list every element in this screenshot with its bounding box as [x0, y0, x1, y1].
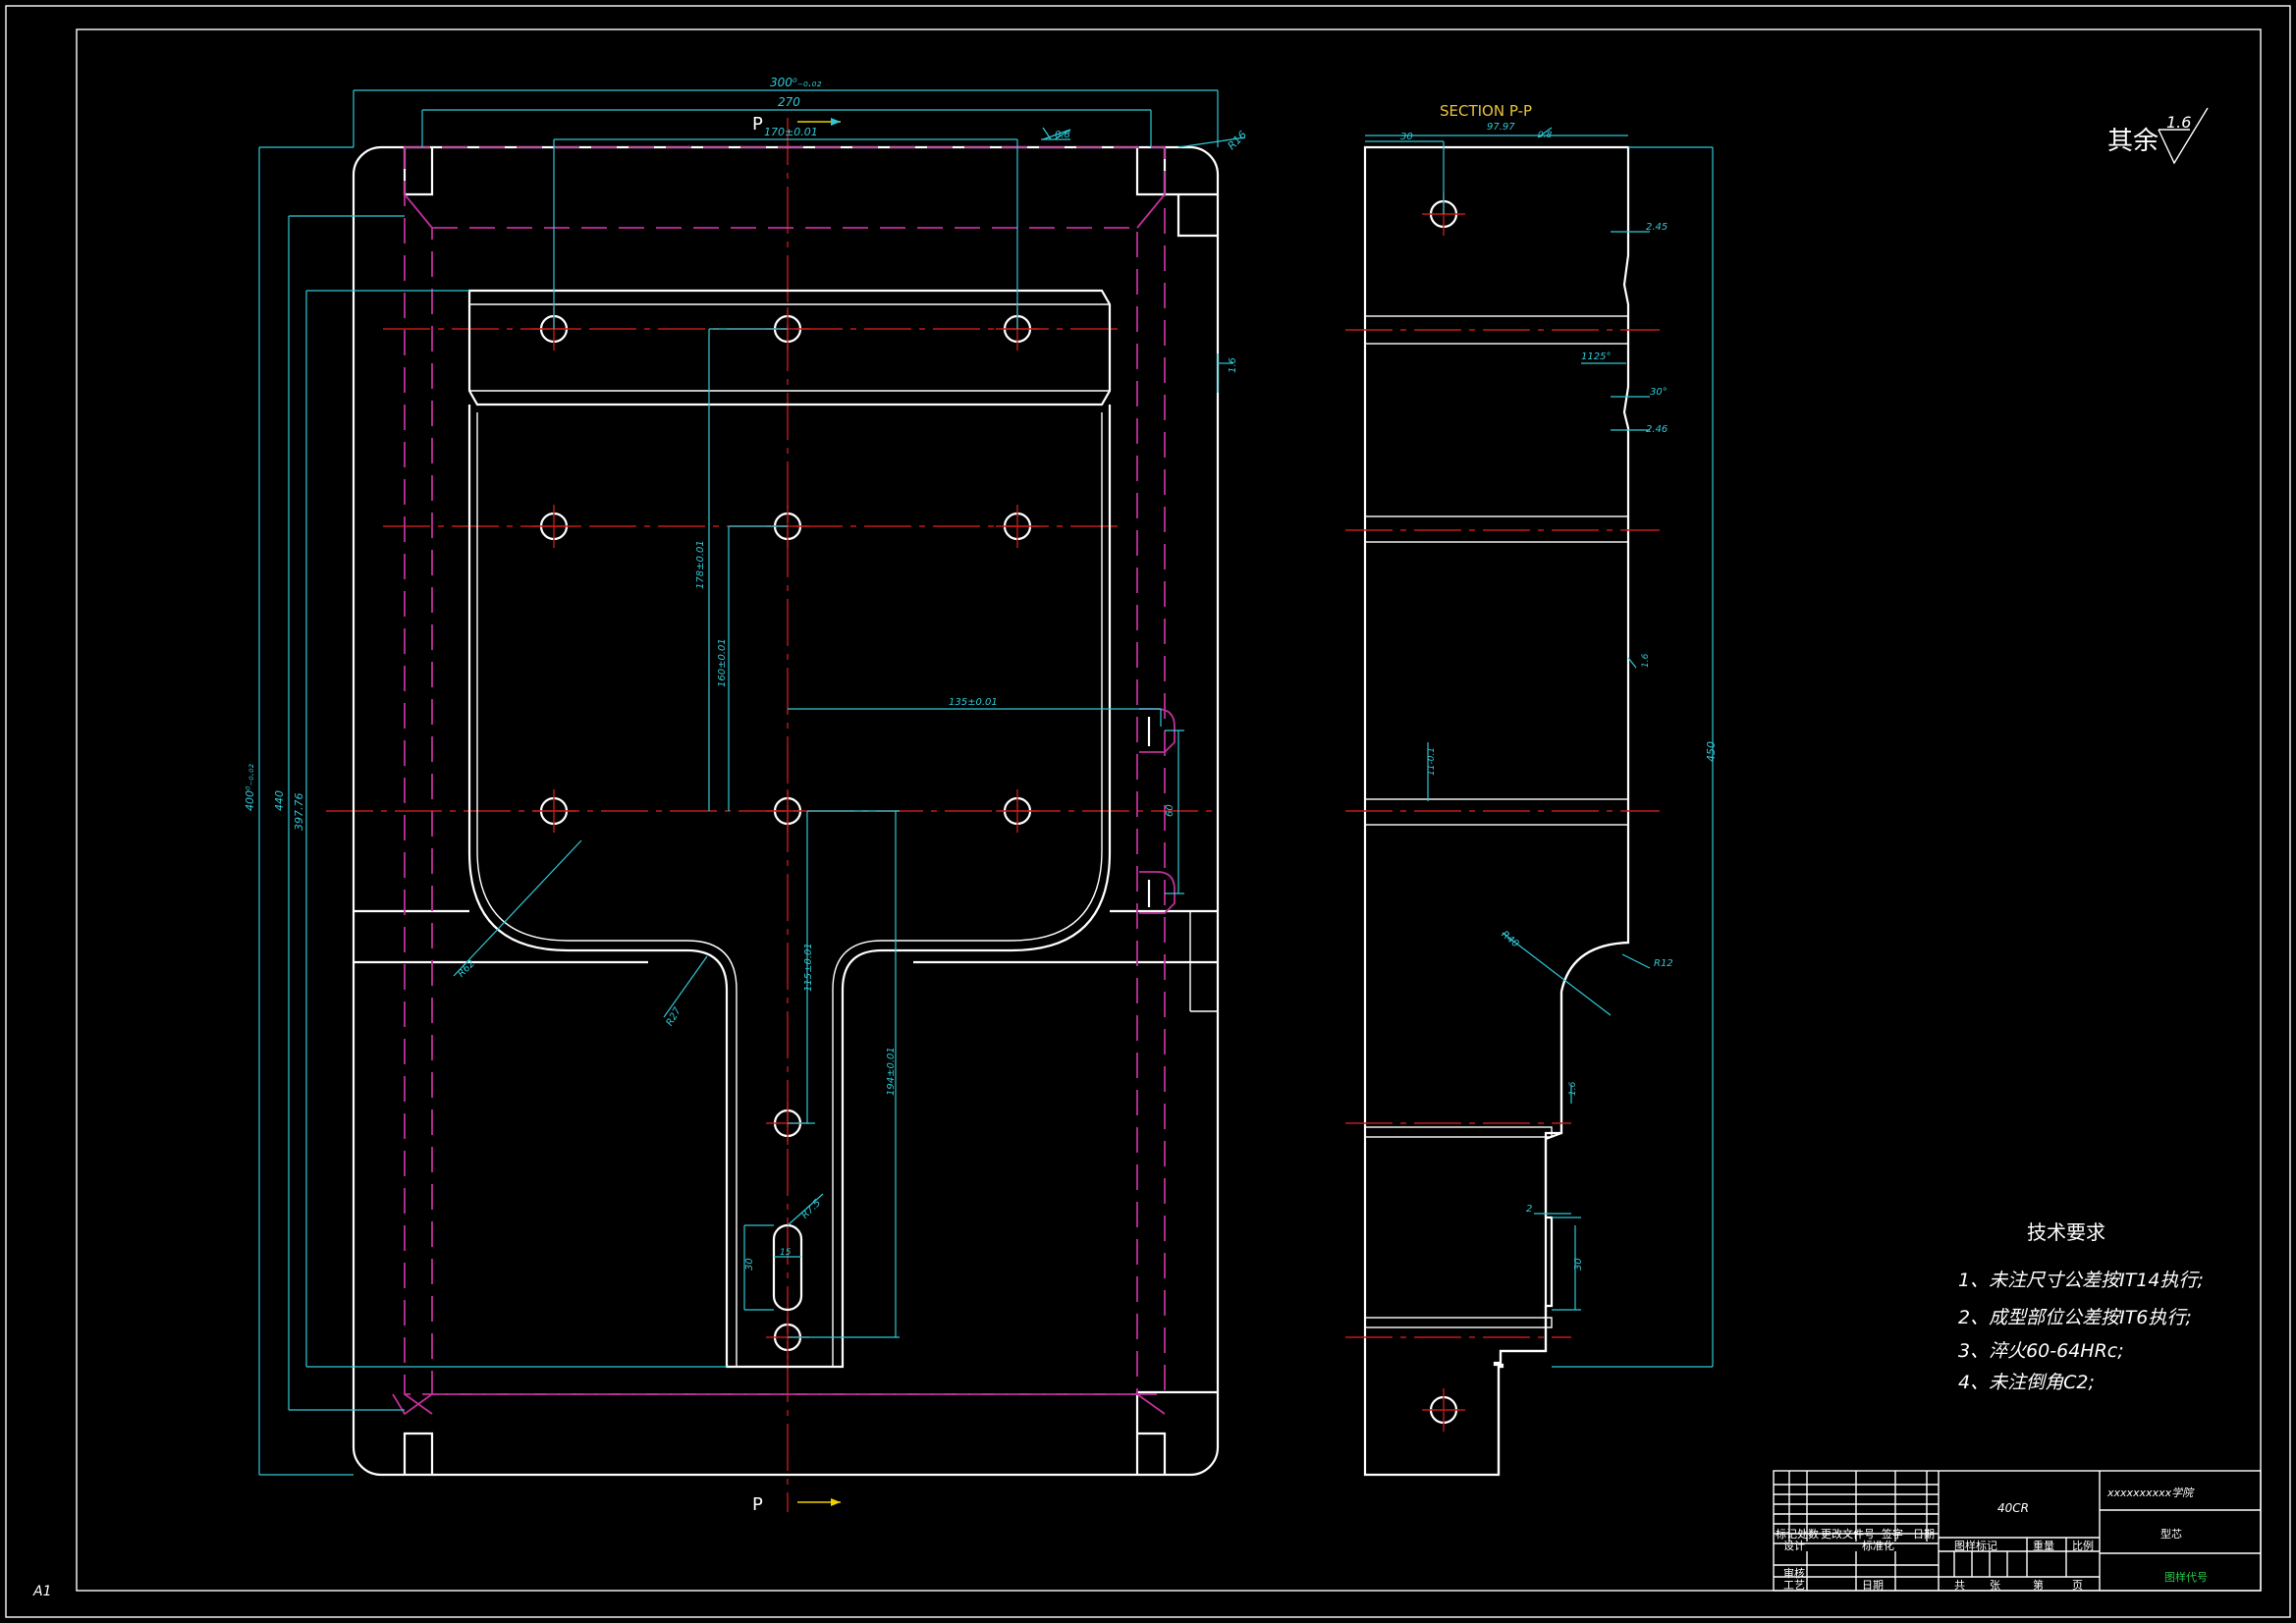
sec-dim-2-45: 2.45: [1646, 222, 1667, 233]
front-dimensions: 300⁰₋₀.₀₂ 270 170±0.01 0.8 R16 1.6 400⁰₋…: [244, 76, 1249, 1476]
tb-school: xxxxxxxxxx学院: [2106, 1487, 2195, 1499]
tech-req-2: 2、成型部位公差按IT6执行;: [1958, 1307, 2192, 1328]
svg-text:日期: 日期: [1862, 1579, 1884, 1592]
tech-req-4: 4、未注倒角C2;: [1958, 1372, 2095, 1393]
svg-text:1.6: 1.6: [2166, 113, 2191, 132]
svg-text:其余: 其余: [2107, 127, 2159, 156]
svg-text:更改文件号: 更改文件号: [1821, 1527, 1875, 1541]
dim-v-160: 160±0.01: [717, 638, 728, 687]
dim-r16: R16: [1226, 129, 1249, 152]
front-view: 300⁰₋₀.₀₂ 270 170±0.01 0.8 R16 1.6 400⁰₋…: [244, 76, 1249, 1515]
dim-h-135: 135±0.01: [949, 697, 998, 708]
core-top-strip: [467, 289, 1112, 406]
dim-height-400: 400⁰₋₀.₀₂: [244, 763, 256, 811]
dim-height-440: 440: [273, 790, 286, 811]
sec-dim-2: 2: [1526, 1204, 1532, 1215]
sec-dim-rough-3: 1.6: [1568, 1081, 1578, 1096]
dim-rough-top: 0.8: [1055, 130, 1070, 140]
sec-dim-450: 450: [1705, 741, 1718, 762]
sec-dim-r12: R12: [1654, 958, 1673, 969]
svg-text:标准化: 标准化: [1862, 1539, 1894, 1552]
svg-text:日期: 日期: [1913, 1528, 1935, 1541]
svg-text:P: P: [752, 114, 763, 135]
dim-slot-30: 30: [744, 1258, 755, 1271]
sec-dim-1125: 1125°: [1581, 352, 1611, 362]
sheet-size-label: A1: [32, 1584, 51, 1599]
sec-dim-rough-1: 1.6: [1641, 653, 1651, 668]
svg-text:第: 第: [2033, 1578, 2044, 1592]
dim-width-170: 170±0.01: [764, 126, 818, 138]
tech-req-1: 1、未注尺寸公差按IT14执行;: [1958, 1270, 2204, 1291]
hidden-channel-outer: [404, 146, 1166, 1395]
svg-text:设计: 设计: [1783, 1540, 1805, 1552]
svg-text:页: 页: [2072, 1579, 2083, 1592]
svg-text:审核: 审核: [1783, 1566, 1805, 1580]
sec-dim-97: 97.97: [1487, 122, 1515, 133]
hidden-channel-inner: [431, 227, 1138, 1395]
svg-text:图样标记: 图样标记: [1954, 1539, 1997, 1552]
svg-text:工艺: 工艺: [1783, 1579, 1805, 1592]
sec-dim-30b: 30: [1573, 1258, 1584, 1271]
sec-dim-r40: R40: [1499, 929, 1520, 949]
dim-width-270: 270: [778, 95, 800, 109]
title-block: 40CR xxxxxxxxxx学院 型芯 图样代号 标记 处数 更改文件号 签字…: [1773, 1470, 2262, 1592]
technical-requirements: 技术要求 1、未注尺寸公差按IT14执行; 2、成型部位公差按IT6执行; 3、…: [1958, 1220, 2204, 1393]
outer-border: [5, 5, 2291, 1618]
dim-r7-5: R7.5: [799, 1198, 823, 1221]
svg-text:张: 张: [1990, 1579, 2000, 1592]
front-holes: [532, 307, 1039, 1359]
dim-r27: R27: [665, 1005, 684, 1028]
tb-part-name: 型芯: [2160, 1527, 2182, 1541]
tb-material: 40CR: [1997, 1501, 2029, 1515]
svg-text:P: P: [752, 1494, 763, 1515]
tech-req-title: 技术要求: [2027, 1220, 2105, 1244]
sec-dim-30: 30: [1400, 132, 1413, 142]
dim-v-60: 60: [1165, 804, 1175, 817]
svg-text:标记: 标记: [1776, 1527, 1797, 1541]
dim-width-300: 300⁰₋₀.₀₂: [770, 76, 821, 89]
tb-drawing-code: 图样代号: [2164, 1570, 2208, 1584]
dim-v-194: 194±0.01: [886, 1047, 897, 1096]
roughness-note: 其余 1.6: [2107, 107, 2209, 165]
dim-v-115: 115±0.01: [803, 943, 814, 992]
svg-text:签字: 签字: [1882, 1527, 1903, 1541]
dim-slot-15: 15: [780, 1248, 792, 1258]
section-marker-bottom: P: [752, 1494, 841, 1515]
sec-dim-11: 11-0.1: [1427, 747, 1437, 776]
dim-v-178: 178±0.01: [695, 540, 706, 589]
sec-dim-2-46: 2.46: [1646, 424, 1667, 435]
svg-text:重量: 重量: [2033, 1539, 2054, 1552]
svg-text:共: 共: [1954, 1579, 1965, 1592]
section-marker-top: P: [752, 114, 841, 135]
svg-text:处数: 处数: [1797, 1528, 1819, 1541]
sec-dim-30deg: 30°: [1650, 387, 1667, 398]
core-body: [467, 405, 1112, 1369]
dim-height-397: 397.76: [293, 793, 305, 832]
section-title: SECTION P-P: [1440, 102, 1532, 120]
inner-frame: [76, 28, 2262, 1592]
section-view: SECTION P-P: [1345, 102, 1718, 1477]
svg-text:比例: 比例: [2072, 1539, 2094, 1552]
dim-rough-side: 1.6: [1228, 357, 1238, 373]
tech-req-3: 3、淬火60-64HRc;: [1958, 1340, 2124, 1362]
section-dimensions: 97.97 30 0.8 2.45 1125° 30° 2.46 1.6 11-…: [1365, 122, 1718, 1368]
sec-dim-rough-top: 0.8: [1538, 131, 1553, 140]
